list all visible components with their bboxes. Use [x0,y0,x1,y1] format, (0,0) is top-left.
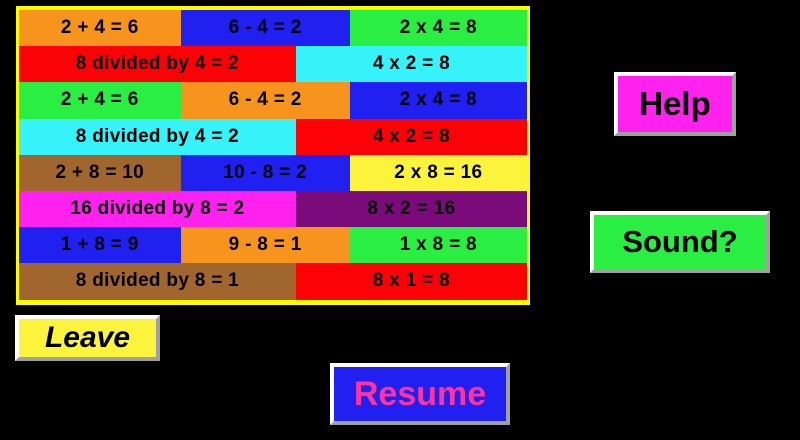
equation-cell[interactable]: 9 - 8 = 1 [180,227,350,264]
leave-button[interactable]: Leave [15,315,160,361]
equation-cell[interactable]: 16 divided by 8 = 2 [19,190,296,228]
equation-cell[interactable]: 1 + 8 = 9 [19,227,181,264]
equation-cell[interactable]: 2 + 4 = 6 [19,82,181,119]
equation-cell[interactable]: 4 x 2 = 8 [295,46,527,83]
equation-cell[interactable]: 1 x 8 = 8 [349,227,527,264]
equation-cell[interactable]: 8 divided by 4 = 2 [19,46,296,83]
equation-cell[interactable]: 6 - 4 = 2 [180,10,350,47]
equation-cell[interactable]: 2 x 4 = 8 [349,82,527,119]
equation-cell[interactable]: 10 - 8 = 2 [180,154,350,191]
equation-cell[interactable]: 8 divided by 8 = 1 [19,263,296,300]
equation-cell[interactable]: 2 x 8 = 16 [349,154,527,191]
equation-cell[interactable]: 6 - 4 = 2 [180,82,350,119]
equation-cell[interactable]: 4 x 2 = 8 [295,118,527,155]
equation-cell[interactable]: 8 divided by 4 = 2 [19,118,296,155]
sound-button[interactable]: Sound? [590,211,770,273]
equation-cell[interactable]: 2 + 8 = 10 [19,154,181,191]
equation-cell[interactable]: 2 + 4 = 6 [19,10,181,47]
equation-cell[interactable]: 8 x 2 = 16 [295,190,527,228]
equation-cell[interactable]: 2 x 4 = 8 [349,10,527,47]
equation-cell[interactable]: 8 x 1 = 8 [295,263,527,300]
resume-button[interactable]: Resume [330,363,510,425]
help-button[interactable]: Help [614,72,736,136]
